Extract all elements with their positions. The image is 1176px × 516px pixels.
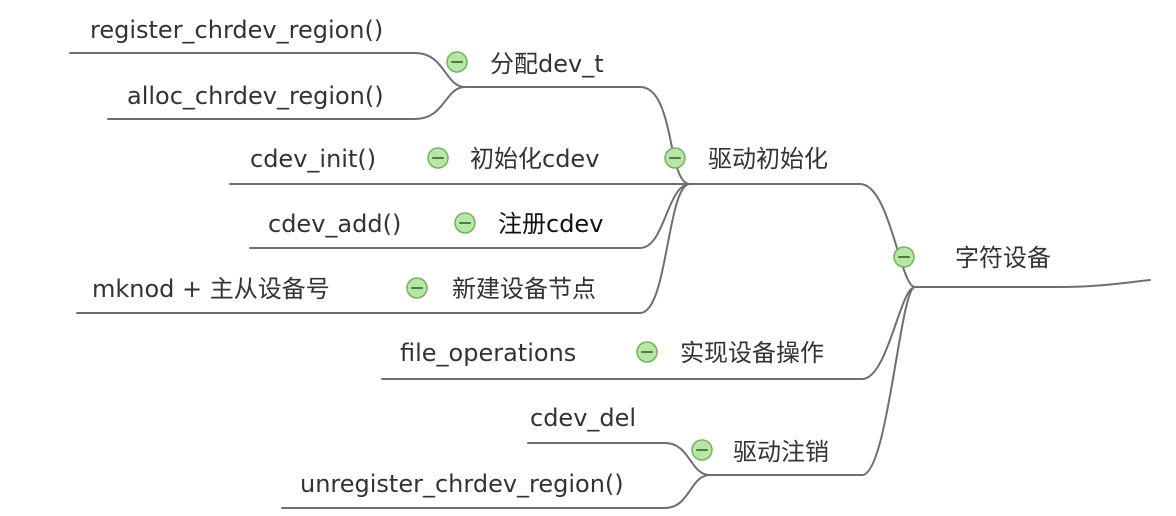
collapse-minus-icon[interactable] (636, 341, 658, 363)
edge-alloc-alloc (107, 86, 466, 120)
edge-root-exit (709, 286, 916, 476)
node-driver-exit[interactable]: 驱动注销 (733, 438, 829, 466)
edge-alloc-register (69, 52, 466, 88)
collapse-minus-icon[interactable] (691, 439, 713, 461)
leaf-cdev-add[interactable]: cdev_add() (268, 210, 401, 238)
collapse-minus-icon[interactable] (406, 277, 428, 299)
collapse-minus-icon[interactable] (664, 147, 686, 169)
leaf-cdev-init[interactable]: cdev_init() (250, 145, 376, 173)
leaf-cdev-del[interactable]: cdev_del (530, 404, 636, 432)
collapse-minus-icon[interactable] (427, 147, 449, 169)
leaf-register-chrdev-region[interactable]: register_chrdev_region() (90, 16, 383, 44)
edge-exit-cdevdel (527, 442, 711, 476)
collapse-minus-icon[interactable] (893, 246, 915, 268)
edge-init-alloc (464, 86, 691, 185)
node-init-cdev[interactable]: 初始化cdev (470, 145, 599, 173)
node-device-ops[interactable]: 实现设备操作 (680, 339, 824, 367)
connectors (69, 52, 1151, 509)
leaf-unregister-chrdev-region[interactable]: unregister_chrdev_region() (300, 470, 624, 498)
collapse-minus-icon[interactable] (446, 51, 468, 73)
node-alloc-devt[interactable]: 分配dev_t (490, 50, 604, 78)
edge-exit-unregister (281, 474, 711, 509)
leaf-mknod[interactable]: mknod + 主从设备号 (92, 275, 330, 303)
node-register-cdev[interactable]: 注册cdev (498, 210, 603, 238)
leaf-alloc-chrdev-region[interactable]: alloc_chrdev_region() (127, 82, 384, 110)
leaf-file-operations[interactable]: file_operations (400, 339, 576, 367)
node-driver-init[interactable]: 驱动初始化 (708, 145, 828, 173)
edge-init-cdevadd (249, 183, 691, 249)
edge-root-init (689, 183, 916, 288)
edge-root-stub (914, 279, 1151, 288)
edge-init-mknod (76, 183, 691, 314)
edge-root-ops (381, 286, 916, 380)
collapse-minus-icon[interactable] (454, 212, 476, 234)
node-root[interactable]: 字符设备 (955, 244, 1051, 272)
node-create-device-node[interactable]: 新建设备节点 (452, 275, 596, 303)
